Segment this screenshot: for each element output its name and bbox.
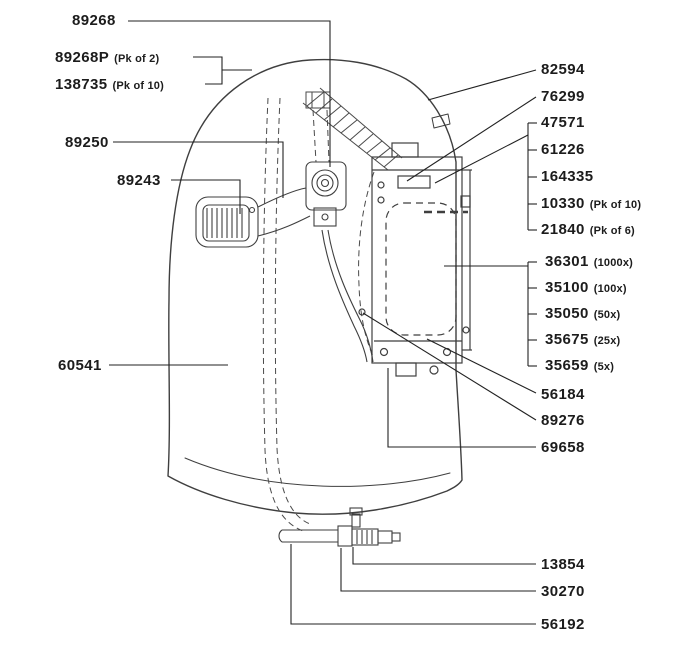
leader-56184 — [426, 338, 537, 394]
part-label-138735: 138735 (Pk of 10) — [55, 76, 164, 95]
part-label-82594: 82594 — [541, 61, 590, 80]
part-qualifier: (Pk of 10) — [112, 80, 164, 92]
part-label-13854: 13854 — [541, 556, 590, 575]
part-number: 76299 — [541, 88, 585, 105]
part-number: 35675 — [545, 331, 589, 348]
part-number: 89276 — [541, 412, 585, 429]
part-number: 35659 — [545, 357, 589, 374]
part-number: 60541 — [58, 357, 102, 374]
leader-89268P-138735 — [193, 56, 223, 85]
part-number: 82594 — [541, 61, 585, 78]
part-qualifier: (5x) — [593, 361, 615, 373]
part-qualifier: (1000x) — [593, 257, 634, 269]
part-number: 47571 — [541, 114, 585, 131]
part-label-76299: 76299 — [541, 88, 590, 107]
part-label-35100: 35100 (100x) — [545, 279, 627, 298]
coupling-nut — [337, 525, 353, 547]
part-label-56192: 56192 — [541, 616, 590, 635]
pivot-knob — [311, 169, 339, 197]
hose-fitting — [278, 507, 401, 547]
part-number: 56192 — [541, 616, 585, 633]
part-number: 10330 — [541, 195, 585, 212]
headband-arc-bottom — [257, 215, 311, 237]
part-label-61226: 61226 — [541, 141, 590, 160]
part-number: 56184 — [541, 386, 585, 403]
part-label-89276: 89276 — [541, 412, 590, 431]
part-number: 21840 — [541, 221, 585, 238]
part-number: 13854 — [541, 556, 585, 573]
leader-82594 — [427, 69, 537, 101]
bottom-plate-screw-left — [379, 347, 389, 357]
part-label-35675: 35675 (25x) — [545, 331, 620, 350]
shell-vent-tab — [431, 113, 451, 129]
part-label-69658: 69658 — [541, 439, 590, 458]
part-number: 89268P — [55, 49, 110, 66]
leader-69658 — [387, 368, 536, 448]
leader-76299 — [406, 96, 537, 182]
part-label-56184: 56184 — [541, 386, 590, 405]
part-number: 35100 — [545, 279, 589, 296]
hood-bottom-fold — [184, 457, 451, 487]
part-label-30270: 30270 — [541, 583, 590, 602]
part-number: 89268 — [72, 12, 116, 29]
part-qualifier: (50x) — [593, 309, 621, 321]
part-qualifier: (100x) — [593, 283, 627, 295]
leader-30270 — [340, 548, 536, 592]
leader-89250 — [113, 141, 284, 198]
valve-stem — [351, 513, 361, 528]
part-label-21840: 21840 (Pk of 6) — [541, 221, 635, 240]
part-label-60541: 60541 — [58, 357, 107, 376]
part-qualifier: (Pk of 2) — [114, 53, 160, 65]
part-number: 61226 — [541, 141, 585, 158]
latch-top-housing — [391, 142, 419, 158]
hood-outline — [167, 58, 463, 515]
lens-window — [385, 202, 457, 336]
part-label-47571: 47571 — [541, 114, 590, 133]
part-number: 36301 — [545, 253, 589, 270]
pivot-assembly — [257, 161, 347, 237]
headgear-ratchet-knob — [195, 196, 259, 248]
part-label-10330: 10330 (Pk of 10) — [541, 195, 641, 214]
part-number: 69658 — [541, 439, 585, 456]
air-hose-hidden — [262, 97, 375, 533]
headband-arc-top — [257, 187, 307, 208]
lens-assembly — [358, 142, 472, 377]
part-label-164335: 164335 — [541, 168, 598, 187]
part-label-35050: 35050 (50x) — [545, 305, 620, 324]
part-label-89243: 89243 — [117, 172, 166, 191]
valve-body — [351, 528, 379, 546]
leader-56192 — [290, 544, 536, 625]
part-number: 89250 — [65, 134, 109, 151]
part-number: 89243 — [117, 172, 161, 189]
frame-screw-upper — [377, 181, 385, 189]
leader-89268 — [128, 20, 331, 167]
crown-anchor — [305, 91, 331, 109]
part-qualifier: (Pk of 6) — [589, 225, 635, 237]
part-label-89268P: 89268P (Pk of 2) — [55, 49, 159, 68]
leader-lines — [109, 20, 537, 625]
leader-89276 — [362, 312, 537, 421]
air-duct — [321, 229, 374, 363]
crown-strap — [302, 87, 403, 171]
frame-latch — [397, 175, 431, 189]
shell-face-opening-hidden — [358, 171, 375, 357]
leader-89243 — [171, 179, 241, 214]
valve-tip — [377, 530, 393, 544]
part-label-35659: 35659 (5x) — [545, 357, 614, 376]
part-number: 30270 — [541, 583, 585, 600]
hood-silhouette — [167, 58, 463, 515]
frame-screw-lower — [377, 196, 385, 204]
part-number: 164335 — [541, 168, 594, 185]
leader-13854 — [352, 547, 536, 565]
part-number: 138735 — [55, 76, 108, 93]
part-label-89250: 89250 — [65, 134, 114, 153]
part-number: 35050 — [545, 305, 589, 322]
part-label-36301: 36301 (1000x) — [545, 253, 633, 272]
part-qualifier: (25x) — [593, 335, 621, 347]
valve-screw — [358, 308, 366, 316]
part-label-89268: 89268 — [72, 12, 121, 31]
part-qualifier: (Pk of 10) — [589, 199, 642, 211]
